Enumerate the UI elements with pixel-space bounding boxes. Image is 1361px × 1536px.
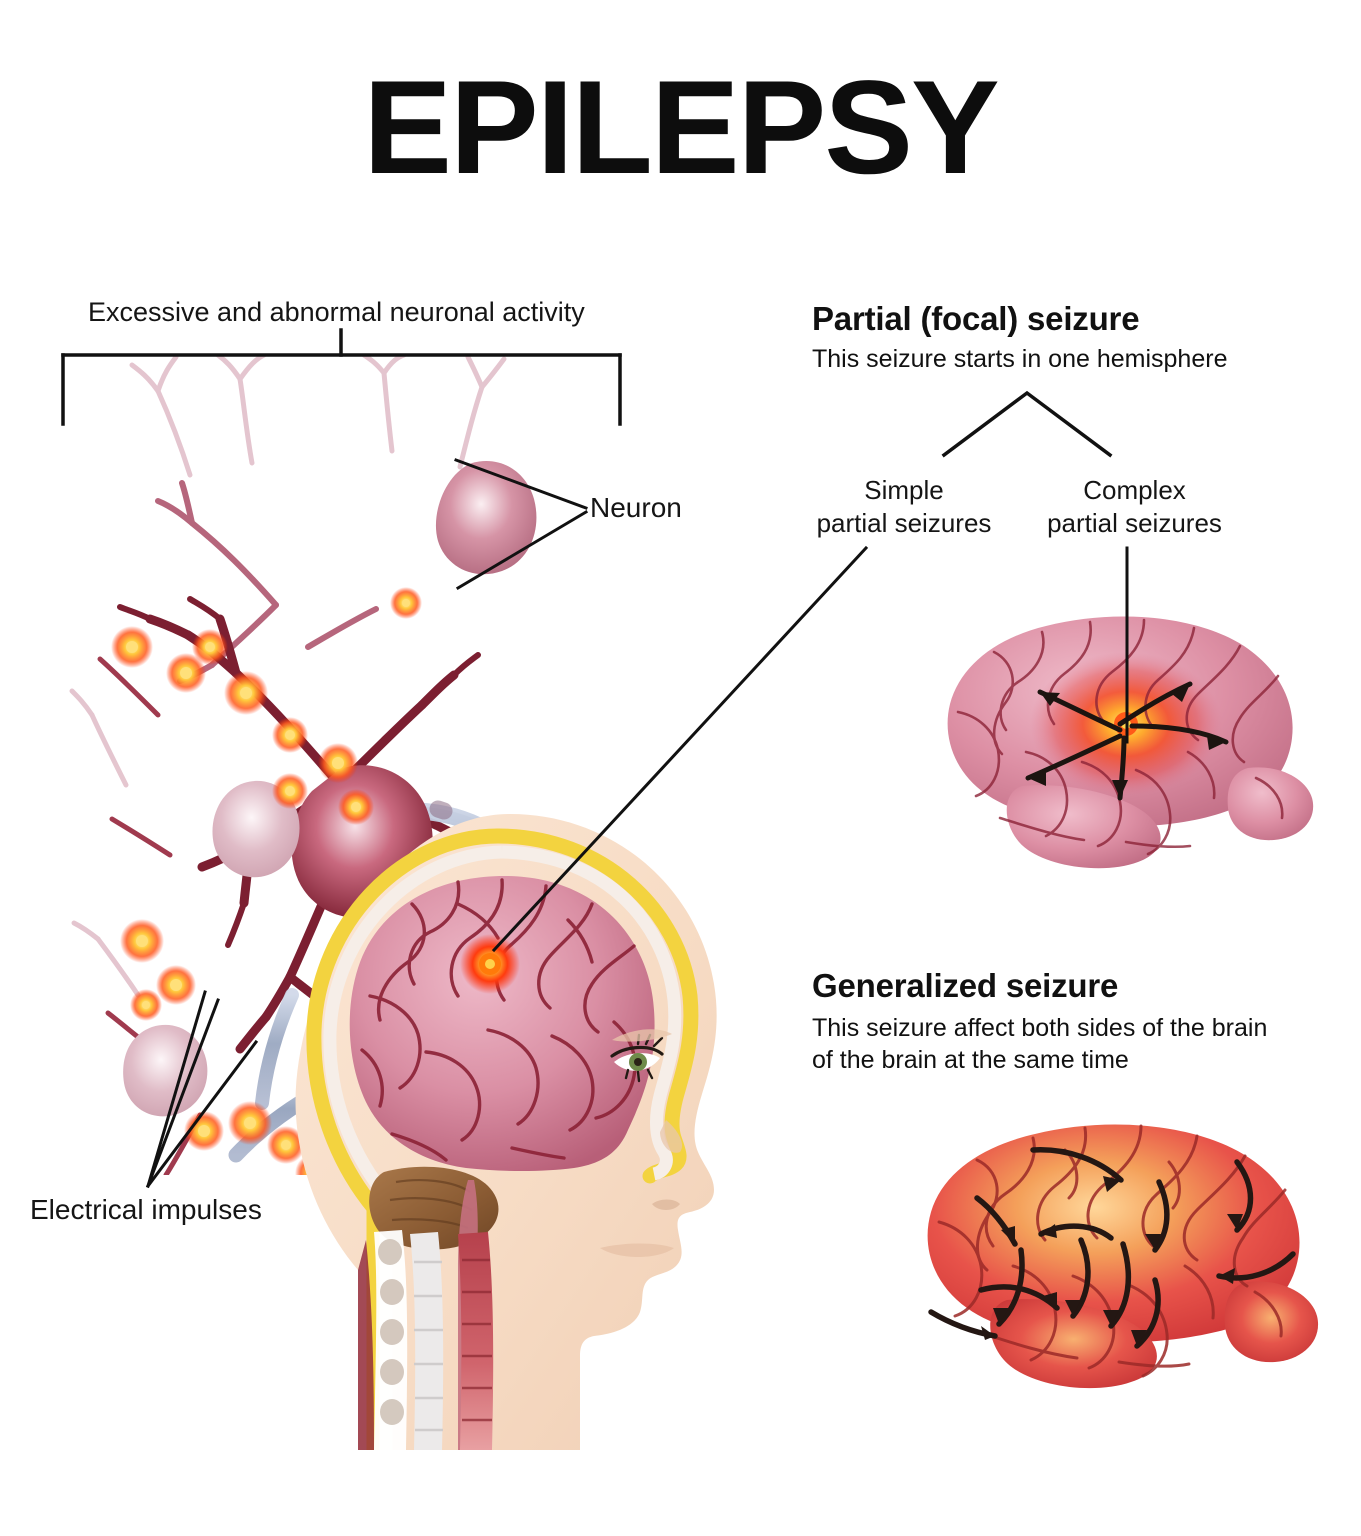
neuron-network-illustration — [69, 355, 616, 1175]
complex-partial-seizures-label: Complex partial seizures — [1032, 474, 1237, 539]
simple-partial-pointer — [491, 545, 869, 953]
arrow-heads — [981, 1176, 1243, 1346]
neuronal-activity-label: Excessive and abnormal neuronal activity — [88, 297, 585, 327]
partial-branch-chevron — [941, 390, 1113, 458]
generalized-subtitle-line2: of the brain at the same time — [812, 1046, 1129, 1074]
simple-partial-line1: Simple — [864, 475, 944, 505]
spine — [374, 1230, 444, 1450]
seizure-spread-arrows — [1025, 681, 1229, 801]
complex-partial-line2: partial seizures — [1047, 507, 1222, 538]
neuron-label: Neuron — [590, 492, 682, 523]
electrical-impulses-label: Electrical impulses — [30, 1194, 262, 1225]
eye — [610, 1033, 664, 1083]
simple-partial-seizures-label: Simple partial seizures — [804, 474, 1004, 539]
generalized-seizure-brain-illustration — [927, 1124, 1319, 1389]
partial-seizure-brain-illustration — [947, 616, 1314, 869]
simple-partial-line2: partial seizures — [816, 507, 992, 538]
neuronal-activity-bracket — [61, 328, 622, 426]
generalized-seizure-heading: Generalized seizure — [812, 967, 1119, 1004]
head-cross-section-illustration — [295, 814, 717, 1450]
seizure-spread-arrows — [928, 1147, 1296, 1349]
arrow-heads — [1028, 684, 1226, 798]
seizure-focus-spot — [460, 934, 520, 994]
impulse-leader-lines — [145, 990, 259, 1189]
partial-seizure-heading: Partial (focal) seizure — [812, 300, 1140, 337]
generalized-subtitle-line1: This seizure affect both sides of the br… — [812, 1014, 1268, 1042]
generalized-seizure-subtitle: This seizure affect both sides of the br… — [812, 1012, 1267, 1076]
complex-partial-line1: Complex — [1083, 475, 1186, 505]
partial-seizure-subtitle: This seizure starts in one hemisphere — [812, 345, 1228, 373]
neuron-leader-lines — [454, 458, 589, 591]
page-title: EPILEPSY — [363, 54, 999, 202]
